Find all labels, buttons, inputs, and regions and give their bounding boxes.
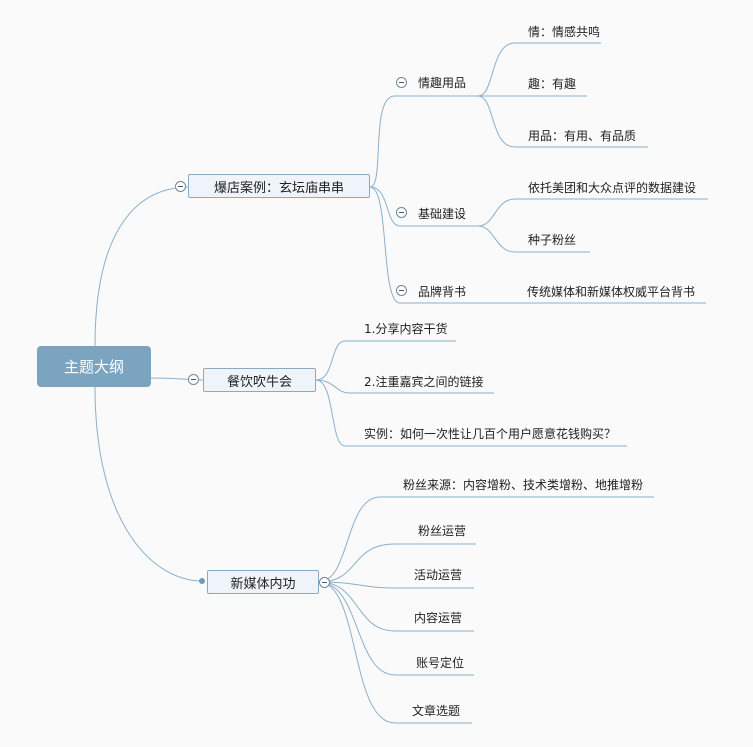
branch-topic-case[interactable]: 爆店案例：玄坛庙串串 bbox=[188, 174, 370, 198]
collapse-toggle-icon[interactable] bbox=[396, 285, 407, 296]
leaf-node[interactable]: 1.分享内容干货 bbox=[364, 322, 448, 336]
leaf-node[interactable]: 用品：有用、有品质 bbox=[528, 129, 637, 143]
leaf-node[interactable]: 传统媒体和新媒体权威平台背书 bbox=[527, 285, 696, 299]
leaf-node[interactable]: 实例：如何一次性让几百个用户愿意花钱购买？ bbox=[364, 427, 617, 441]
leaf-node[interactable]: 粉丝来源：内容增粉、技术类增粉、地推增粉 bbox=[403, 478, 644, 492]
leaf-node[interactable]: 趣：有趣 bbox=[528, 77, 577, 91]
leaf-node[interactable]: 情：情感共鸣 bbox=[528, 25, 601, 39]
root-topic[interactable]: 主题大纲 bbox=[37, 346, 151, 387]
branch-topic-neigong[interactable]: 新媒体内功 bbox=[207, 570, 319, 594]
leaf-node[interactable]: 粉丝运营 bbox=[418, 524, 467, 538]
collapse-toggle-icon[interactable] bbox=[319, 577, 330, 588]
leaf-node[interactable]: 2.注重嘉宾之间的链接 bbox=[364, 375, 484, 389]
leaf-node[interactable]: 内容运营 bbox=[414, 611, 463, 625]
subtopic-pinpai[interactable]: 品牌背书 bbox=[418, 285, 467, 299]
branch-topic-chuiniu[interactable]: 餐饮吹牛会 bbox=[203, 368, 316, 392]
collapse-toggle-icon[interactable] bbox=[396, 77, 407, 88]
collapse-toggle-icon[interactable] bbox=[396, 207, 407, 218]
leaf-node[interactable]: 种子粉丝 bbox=[528, 233, 577, 247]
leaf-node[interactable]: 依托美团和大众点评的数据建设 bbox=[528, 181, 697, 195]
branch-anchor-dot bbox=[199, 578, 205, 584]
collapse-toggle-icon[interactable] bbox=[175, 181, 186, 192]
leaf-node[interactable]: 活动运营 bbox=[414, 568, 463, 582]
subtopic-qingqu[interactable]: 情趣用品 bbox=[418, 76, 467, 90]
leaf-node[interactable]: 文章选题 bbox=[412, 704, 461, 718]
subtopic-jichu[interactable]: 基础建设 bbox=[418, 207, 467, 221]
leaf-node[interactable]: 账号定位 bbox=[416, 656, 465, 670]
collapse-toggle-icon[interactable] bbox=[188, 374, 199, 385]
